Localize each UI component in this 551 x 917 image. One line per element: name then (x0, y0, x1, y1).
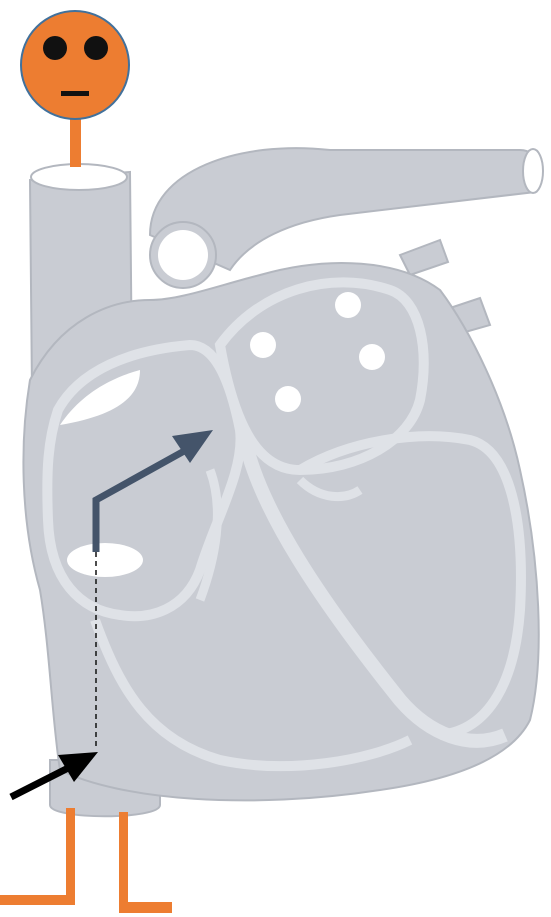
figure-foot-left (0, 895, 75, 905)
inferior-vena-cava-inlet (67, 543, 143, 577)
heart-cross-section-icon (23, 148, 543, 816)
figure-neck (70, 117, 81, 167)
figure-mouth (61, 91, 89, 96)
figure-leg-right (119, 812, 128, 908)
pulmonary-vein-opening-3 (359, 344, 385, 370)
figure-foot-right (119, 902, 172, 913)
pulmonary-vein-opening-2 (250, 332, 276, 358)
figure-eye-right (84, 36, 108, 60)
pulmonary-vein-opening-4 (275, 386, 301, 412)
pulmonary-artery-opening (158, 230, 208, 280)
pulmonary-vein-opening-1 (335, 292, 361, 318)
figure-head (21, 11, 129, 119)
figure-eye-left (43, 36, 67, 60)
vena-cava-opening (31, 164, 127, 190)
pulmonary-vein-upper (400, 240, 448, 275)
figure-leg-left (66, 808, 75, 905)
aorta-opening (523, 149, 543, 193)
